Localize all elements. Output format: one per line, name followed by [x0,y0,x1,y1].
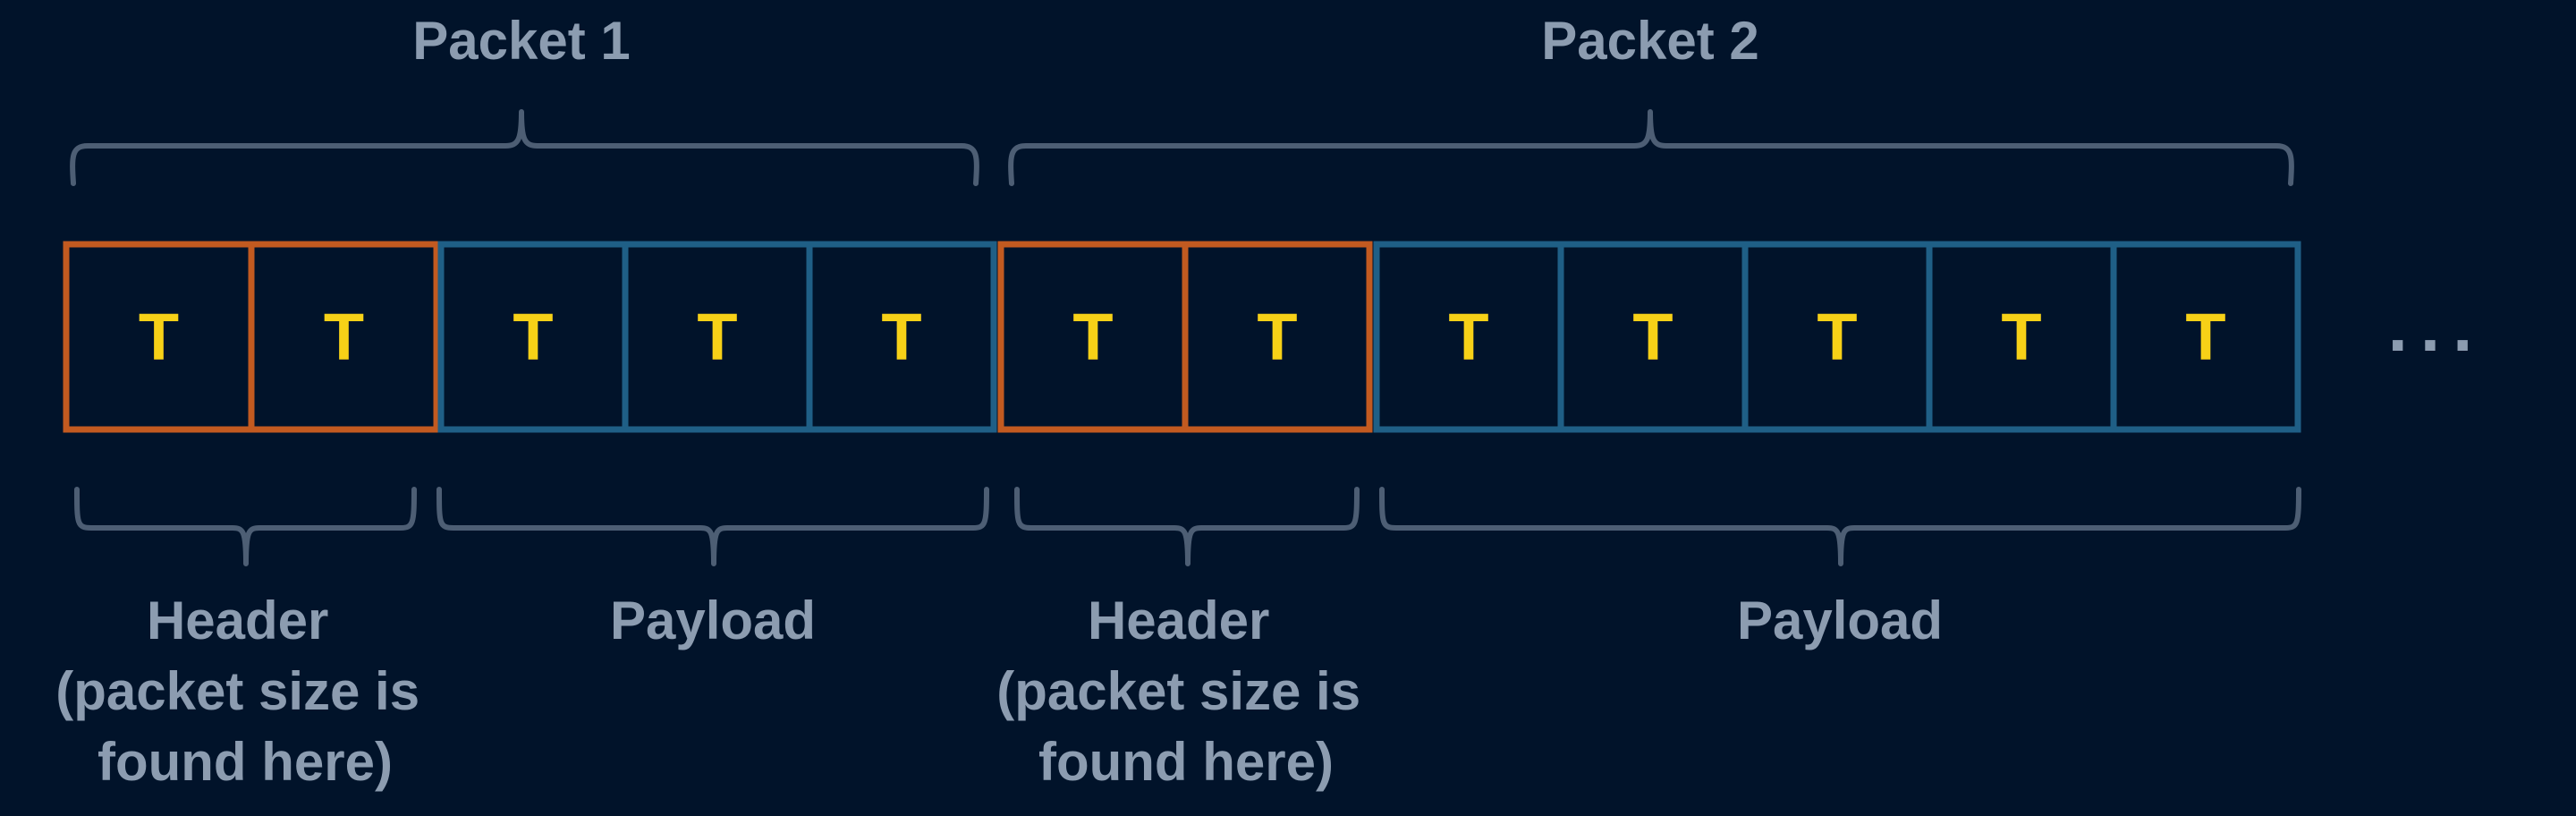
label-line: Header [147,591,328,650]
token-label: T [697,300,737,374]
token-label: T [324,300,364,374]
token-label: T [881,300,921,374]
token-cell [1182,241,1373,433]
token-label: T [2001,300,2041,374]
token-label: T [2185,300,2225,374]
packet-2-header-label: Header (packet size is found here) [996,591,1376,792]
token-label: T [1448,300,1488,374]
label-line: Payload [610,591,816,650]
packet-2-payload-tokens: T T T T T [1373,241,2301,433]
token-cell [248,241,440,433]
packet-1-payload-label: Payload [610,591,816,650]
packet-2-title: Packet 2 [1541,11,1759,71]
token-label: T [513,300,553,374]
label-line: Header [1088,591,1269,650]
packet-2-top-brace [1008,109,2294,186]
packet-1-title: Packet 1 [412,11,631,71]
label-line: found here) [97,732,393,792]
token-label: T [139,300,179,374]
continuation-ellipsis: ... [2388,286,2486,366]
token-cell [2110,241,2301,433]
packet-2-payload-brace [1379,487,2301,566]
packet-1-header-label: Header (packet size is found here) [55,591,435,792]
label-line: Payload [1737,591,1943,650]
label-line: found here) [1038,732,1334,792]
label-line: (packet size is [996,661,1360,721]
packet-2-payload-label: Payload [1737,591,1943,650]
token-label: T [1817,300,1857,374]
token-label: T [1072,300,1113,374]
packet-2-header-tokens: T T [997,241,1373,433]
packet-1-header-tokens: T T [63,241,440,433]
packet-1-payload-tokens: T T T [437,241,997,433]
packet-1-header-brace [74,487,417,566]
label-line: (packet size is [55,661,419,721]
packet-1-top-brace [70,109,979,186]
token-label: T [1257,300,1297,374]
token-cell [806,241,997,433]
packet-2-header-brace [1014,487,1360,566]
token-label: T [1632,300,1673,374]
packet-1-payload-brace [436,487,989,566]
